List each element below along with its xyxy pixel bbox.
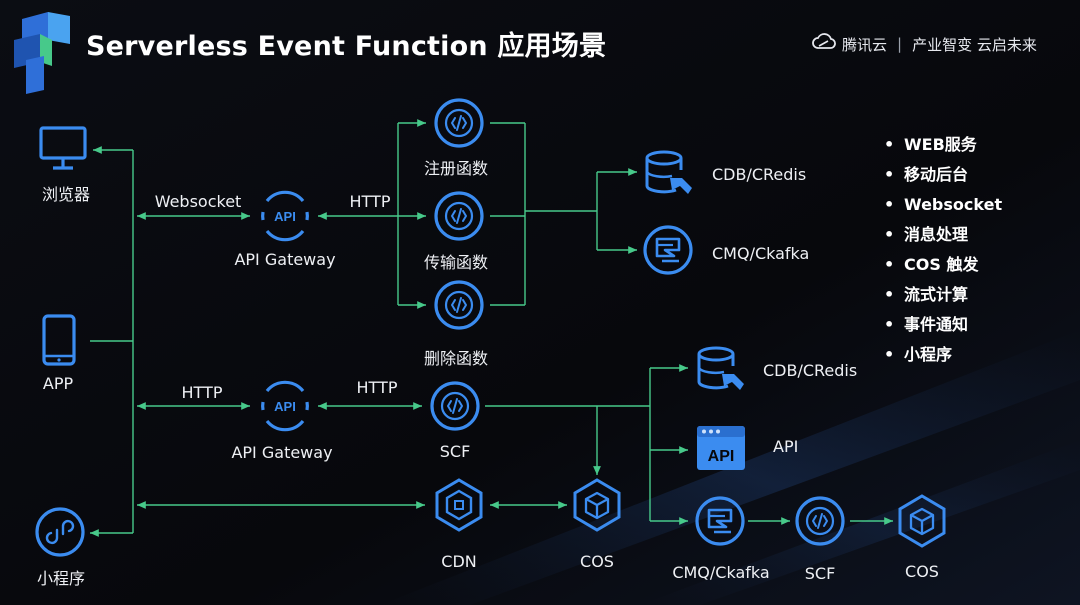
brand-name: 腾讯云 <box>842 35 888 54</box>
api-label: API <box>773 437 799 456</box>
brand-bar: 腾讯云 | 产业智变 云启未来 <box>812 33 1037 55</box>
scenario-list: WEB服务 移动后台 Websocket 消息处理 COS 触发 流式计算 事件… <box>884 134 1002 374</box>
register-function-label: 注册函数 <box>423 159 489 178</box>
list-item: 小程序 <box>884 344 1002 374</box>
brand-separator: | <box>897 35 903 53</box>
http-protocol-label-right: HTTP <box>356 378 398 397</box>
api-gateway-label-top: API Gateway <box>234 250 336 269</box>
app-phone-icon <box>42 314 76 366</box>
api-gateway-label-bottom: API Gateway <box>231 443 333 462</box>
cos-chain-label: COS <box>905 562 939 581</box>
transfer-function-label: 传输函数 <box>423 253 489 272</box>
cdb-credis-label-top: CDB/CRedis <box>712 165 807 184</box>
cmq-ckafka-label-bottom: CMQ/Ckafka <box>672 563 770 582</box>
cmq-ckafka-label-top: CMQ/Ckafka <box>712 244 810 263</box>
tencent-cloud-logo <box>14 12 70 94</box>
cdb-credis-label-bottom: CDB/CRedis <box>763 361 858 380</box>
websocket-protocol-label: Websocket <box>154 192 242 211</box>
browser-monitor-icon <box>39 126 87 170</box>
cos-label: COS <box>580 552 614 571</box>
http-protocol-label-left: HTTP <box>181 383 223 402</box>
scf-chain-label: SCF <box>804 564 836 583</box>
delete-function-label: 删除函数 <box>423 349 489 368</box>
cloud-icon <box>812 33 836 55</box>
list-item: 消息处理 <box>884 224 1002 254</box>
miniprogram-label: 小程序 <box>36 569 86 588</box>
browser-label: 浏览器 <box>41 185 91 204</box>
list-item: WEB服务 <box>884 134 1002 164</box>
client-bus <box>90 146 134 537</box>
bottom-flow-connectors <box>137 364 893 525</box>
cdn-label: CDN <box>441 552 477 571</box>
top-flow-connectors <box>137 119 637 309</box>
list-item: 流式计算 <box>884 284 1002 314</box>
list-item: Websocket <box>884 194 1002 224</box>
app-label: APP <box>42 374 74 393</box>
list-item: COS 触发 <box>884 254 1002 284</box>
list-item: 移动后台 <box>884 164 1002 194</box>
http-protocol-label-top: HTTP <box>349 192 391 211</box>
list-item: 事件通知 <box>884 314 1002 344</box>
page-title: Serverless Event Function 应用场景 <box>86 31 607 62</box>
scf-label: SCF <box>439 442 471 461</box>
brand-slogan: 产业智变 云启未来 <box>912 35 1037 54</box>
api-icon-label: API <box>708 448 735 465</box>
api-window-icon: API <box>697 426 745 470</box>
miniprogram-icon <box>35 507 85 557</box>
